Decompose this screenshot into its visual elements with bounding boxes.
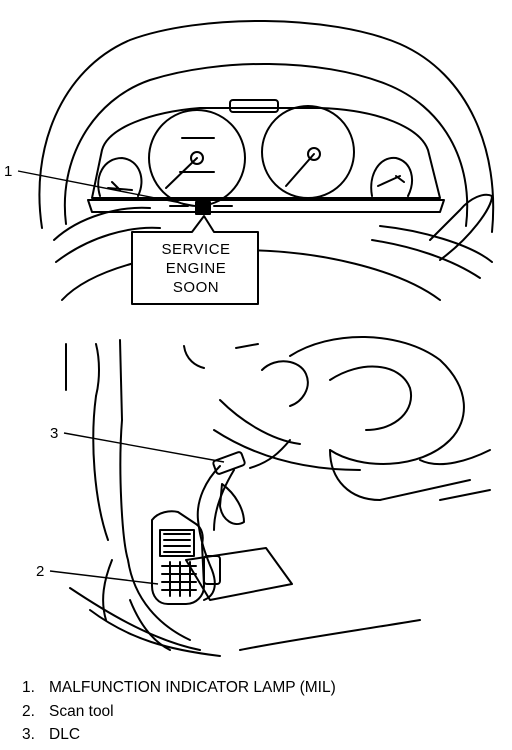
callout-number-1: 1 [4, 163, 12, 180]
cluster-shelf [87, 199, 445, 213]
legend-text: Scan tool [49, 702, 114, 720]
dash-hood-inner [63, 63, 469, 227]
top-display [229, 99, 279, 113]
right-small-gauge [370, 156, 413, 197]
column-shroud [213, 399, 361, 471]
floor-line [69, 587, 221, 657]
legend-item-scan-tool: 2. Scan tool [22, 700, 492, 724]
dash-lower-edge [65, 339, 123, 421]
instrument-cluster-illustration [38, 19, 495, 301]
cluster-bezel [91, 107, 441, 199]
speedo-window [179, 137, 215, 173]
legend-number: 2. [22, 702, 35, 720]
mil-text-line3: SOON [173, 279, 219, 296]
steering-rim-right [371, 225, 493, 279]
mil-text-line2: ENGINE [166, 260, 227, 277]
left-small-gauge [97, 157, 143, 197]
legend-text: MALFUNCTION INDICATOR LAMP (MIL) [49, 679, 336, 696]
callout-number-3: 3 [50, 425, 58, 442]
tachometer-gauge [261, 105, 355, 199]
callout-number-2: 2 [36, 563, 44, 580]
speedo-needle [165, 157, 198, 189]
callout-leader-2 [49, 570, 159, 585]
mil-text-line1: SERVICE [161, 241, 230, 258]
scan-tool-cable [196, 465, 221, 601]
legend-number: 1. [22, 679, 35, 696]
mil-callout-box: SERVICE ENGINE SOON [131, 215, 259, 305]
steering-rim-left [53, 206, 161, 263]
under-dash-illustration [65, 336, 491, 657]
steering-spoke [429, 193, 493, 261]
scan-tool-device [151, 510, 205, 605]
callout-leader-3 [63, 432, 225, 463]
mil-lamp-symbol [195, 201, 211, 215]
tacho-needle [285, 153, 315, 187]
dlc-connector [212, 451, 246, 475]
legend-text: DLC [49, 726, 81, 743]
legend-number: 3. [22, 726, 35, 743]
dash-hood-outer [38, 19, 495, 233]
callout-leader-1 [17, 170, 197, 207]
pedal-bracket [219, 483, 245, 525]
legend-item-dlc: 3. DLC [22, 723, 492, 747]
steering-wheel [289, 336, 465, 465]
legend: 1. MALFUNCTION INDICATOR LAMP (MIL) 2. S… [22, 676, 492, 747]
legend-item-mil: 1. MALFUNCTION INDICATOR LAMP (MIL) [22, 676, 492, 700]
kick-panel [119, 419, 191, 641]
